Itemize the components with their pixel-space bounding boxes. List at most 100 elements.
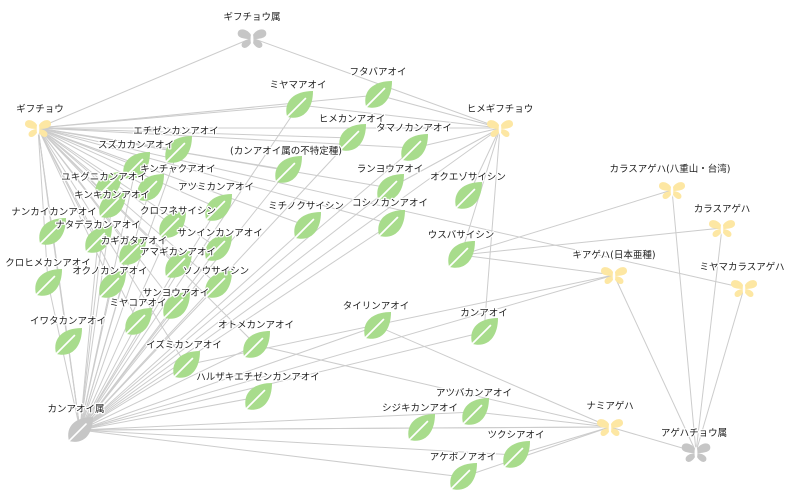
butterfly-icon[interactable] <box>25 120 51 138</box>
butterfly-icon[interactable] <box>681 443 711 462</box>
leaf-icon[interactable] <box>39 218 66 245</box>
leaf-icon[interactable] <box>125 308 152 335</box>
leaf-icon[interactable] <box>455 182 482 209</box>
edge-kanaoi_zoku-sanyoukanaoi <box>79 305 177 431</box>
leaf-icon[interactable] <box>286 91 313 118</box>
edge-gifuchou-futabaaoi <box>37 94 379 129</box>
leaf-icon[interactable] <box>159 211 186 238</box>
leaf-icon[interactable] <box>364 312 391 339</box>
leaf-icon[interactable] <box>365 81 392 108</box>
leaf-icon[interactable] <box>163 292 190 319</box>
edge-himegifuchou-kanaoi <box>483 127 501 333</box>
edge-namiageha-otomekanaoi <box>255 344 611 428</box>
edge-himegifuchou-futabaaoi <box>377 94 501 129</box>
node-label: イワタカンアオイ <box>30 316 106 327</box>
node-label: カンアオイ属 <box>47 404 104 415</box>
leaf-icon[interactable] <box>173 351 200 378</box>
leaf-icon[interactable] <box>408 414 435 441</box>
edge-kanaoi_zoku-kanaoi <box>79 331 485 431</box>
leaf-icon[interactable] <box>165 136 192 163</box>
edge-kanaoi_zoku-ranyouaoi <box>79 187 391 431</box>
edge-kanaoi_zoku-yukigunikanaoi <box>79 185 109 431</box>
leaf-icon[interactable] <box>471 318 498 345</box>
edge-kanaoi_zoku-okinokanaoi <box>79 284 113 431</box>
node-label: ナンカイカンアオイ <box>11 207 97 218</box>
leaf-icon[interactable] <box>377 174 404 201</box>
leaf-icon[interactable] <box>165 251 192 278</box>
leaf-icon[interactable] <box>205 271 232 298</box>
node-label: キンキカンアオイ <box>74 190 150 201</box>
node-label: アツバカンアオイ <box>436 388 512 399</box>
node-label: サンヨウアオイ <box>143 288 210 299</box>
leaf-icon[interactable] <box>503 441 530 468</box>
edge-kanaoi_zoku-tsukushiaoi <box>79 429 517 456</box>
edge-kiageha-usubasaishin <box>460 254 615 276</box>
leaf-icon[interactable] <box>378 210 405 237</box>
edge-kanaoi_zoku-echizenkanaoi <box>79 149 179 431</box>
butterfly-icon[interactable] <box>659 182 685 200</box>
leaf-icon[interactable] <box>245 383 272 410</box>
node-label: ミヤマカラスアゲハ <box>699 261 784 273</box>
edge-gifuchou-koshinokanaoi <box>37 127 392 225</box>
butterfly-icon[interactable] <box>709 220 735 238</box>
edge-gifuchou-otomekanaoi <box>37 127 257 346</box>
node-label: シジキカンアオイ <box>382 403 458 414</box>
edge-kiageha-kanaoi_zoku <box>79 274 615 431</box>
leaf-icon[interactable] <box>294 212 321 239</box>
leaf-icon[interactable] <box>137 174 164 201</box>
leaf-icon[interactable] <box>55 328 82 355</box>
leaf-icon[interactable] <box>123 152 150 179</box>
edge-gifuchou-saninkanaoi <box>37 127 219 249</box>
butterfly-icon[interactable] <box>237 29 267 48</box>
node-label: ウスバサイシン <box>428 230 495 241</box>
edge-kanaoi_zoku-koshinokanaoi <box>79 223 392 431</box>
leaf-icon[interactable] <box>401 134 428 161</box>
edge-kanaoi_zoku-kurohimekanaoi <box>47 282 81 431</box>
leaf-icon[interactable] <box>119 238 146 265</box>
leaf-icon[interactable] <box>462 398 489 425</box>
node-label: アケボノアオイ <box>430 452 497 463</box>
node-label: ツクシアオイ <box>487 430 544 441</box>
node-label: ランヨウアオイ <box>357 164 424 175</box>
node-label: ギフチョウ属 <box>223 12 280 23</box>
leaf-icon[interactable] <box>448 241 475 268</box>
leaf-icon[interactable] <box>95 172 122 199</box>
node-label: サンインカンアオイ <box>177 228 263 239</box>
edge-kanaoi_zoku-haruzakiechizen <box>79 396 259 431</box>
leaf-icon[interactable] <box>339 124 366 151</box>
leaf-icon[interactable] <box>35 269 62 296</box>
leaf-icon[interactable] <box>205 194 232 221</box>
node-label: カギガタアオイ <box>101 236 168 247</box>
node-label: イズミカンアオイ <box>146 339 222 351</box>
leaf-icon[interactable] <box>450 463 477 490</box>
edge-kanaoi_zoku-tairinaoi <box>79 325 378 431</box>
edge-gifuchou-kurohimekanaoi <box>37 127 49 284</box>
edge-kanaoi_zoku-otomekanaoi <box>79 344 257 431</box>
node-label: ナミアゲハ <box>586 400 633 412</box>
leaf-icon[interactable] <box>99 271 126 298</box>
edge-agehachou_zoku-kiageha <box>613 274 697 453</box>
edge-agehachou_zoku-miyamakarasu <box>695 287 745 453</box>
leaf-icon[interactable] <box>68 417 93 442</box>
leaf-icon[interactable] <box>205 234 232 261</box>
label-layer: ギフチョウ属ギフチョウヒメギフチョウカンアオイ属アゲハチョウ属カラスアゲハ(八重… <box>4 11 786 465</box>
edge-agehachou_zoku-namiageha <box>609 426 697 453</box>
leaf-icon[interactable] <box>85 226 112 253</box>
butterfly-icon[interactable] <box>597 419 623 437</box>
leaf-icon[interactable] <box>99 191 126 218</box>
node-layer <box>25 29 757 490</box>
leaf-icon[interactable] <box>243 331 270 358</box>
node-label: オトメカンアオイ <box>218 320 294 331</box>
node-label: エチゼンカンアオイ <box>133 125 219 137</box>
butterfly-icon[interactable] <box>601 267 627 285</box>
butterfly-icon[interactable] <box>487 120 513 138</box>
edge-namiageha-tsukushiaoi <box>515 426 611 456</box>
node-label: ヒメカンアオイ <box>319 114 386 125</box>
edge-himegifuchou-kanaoi_zoku <box>79 127 501 431</box>
leaf-icon[interactable] <box>275 156 302 183</box>
node-label: オクノカンアオイ <box>72 266 147 277</box>
node-label: スズカカンアオイ <box>98 139 174 151</box>
butterfly-icon[interactable] <box>731 280 757 298</box>
node-label: コシノカンアオイ <box>352 198 428 209</box>
